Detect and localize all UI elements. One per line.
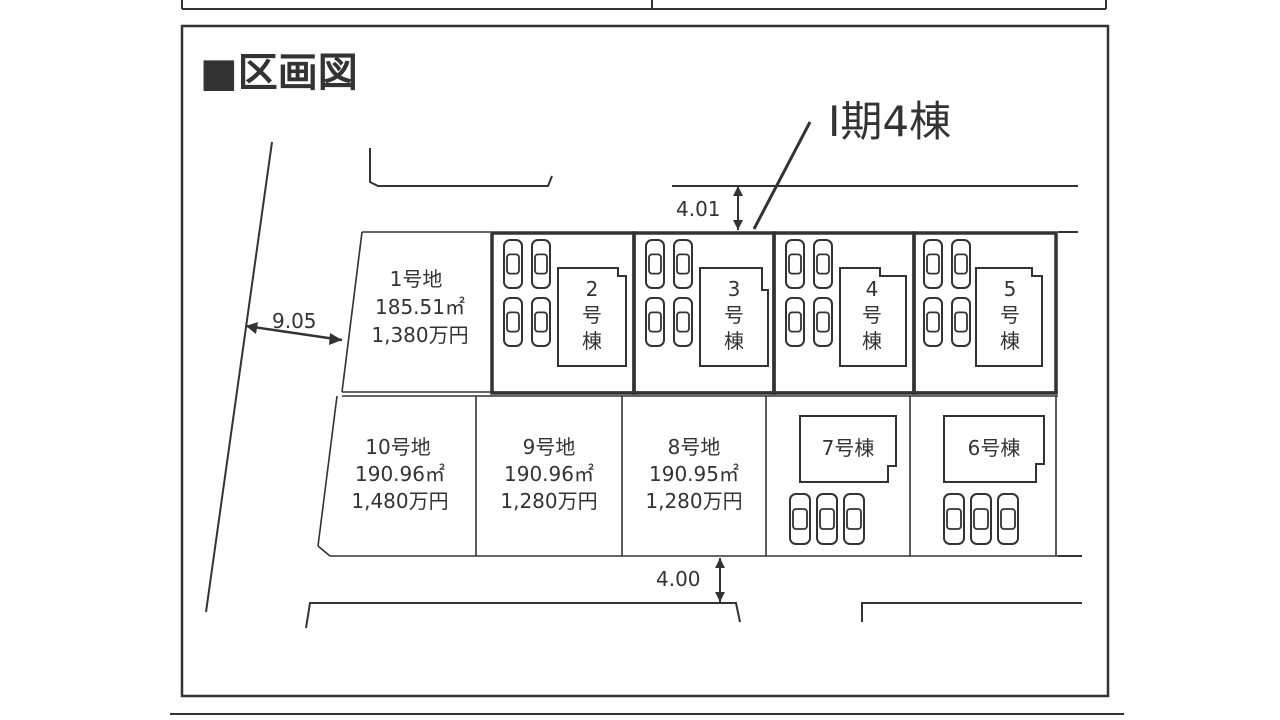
lot-1: 1号地 185.51㎡ 1,380万円 xyxy=(371,267,468,347)
car-icon xyxy=(970,493,992,545)
car-icon xyxy=(951,297,971,347)
lot-9: 9号地 190.96㎡ 1,280万円 xyxy=(500,435,597,513)
phase1-lots xyxy=(490,231,1058,395)
lot-9-area: 190.96㎡ xyxy=(504,462,594,486)
car-icon xyxy=(997,493,1019,545)
car-icon xyxy=(951,239,971,289)
car-icon xyxy=(673,239,693,289)
phase-leader-line xyxy=(752,121,812,230)
car-icon xyxy=(789,493,811,545)
lot-9-price: 1,280万円 xyxy=(500,489,597,513)
building-4-label-1: 号 xyxy=(862,303,882,327)
building-2-label-2: 棟 xyxy=(582,329,602,353)
car-icon xyxy=(785,239,805,289)
building-6: 6号棟 xyxy=(943,415,1045,483)
dimension-north: 4.01 xyxy=(676,186,743,230)
lot-9-name: 9号地 xyxy=(523,435,576,459)
dimension-south-label: 4.00 xyxy=(656,567,701,591)
plan-frame xyxy=(180,24,1110,698)
lot-8: 8号地 190.95㎡ 1,280万円 xyxy=(645,435,742,513)
building-2-label-0: 2 xyxy=(586,277,599,301)
building-2: 2 号 棟 xyxy=(557,267,627,367)
building-3-label-0: 3 xyxy=(728,277,741,301)
roads xyxy=(205,141,1082,629)
lot-8-name: 8号地 xyxy=(668,435,721,459)
building-4: 4 号 棟 xyxy=(839,267,907,367)
car-icon xyxy=(645,239,665,289)
building-5-label-0: 5 xyxy=(1004,277,1017,301)
building-3: 3 号 棟 xyxy=(699,267,769,367)
building-5-label-2: 棟 xyxy=(1000,329,1020,353)
dimension-north-label: 4.01 xyxy=(676,197,721,221)
top-table-fragment xyxy=(181,0,1107,10)
dimension-south: 4.00 xyxy=(656,558,725,602)
car-icon xyxy=(813,239,833,289)
lot-1-price: 1,380万円 xyxy=(371,323,468,347)
car-icon xyxy=(923,297,943,347)
lot-10-name: 10号地 xyxy=(365,435,430,459)
lot-10-area: 190.96㎡ xyxy=(355,462,445,486)
building-5-label-1: 号 xyxy=(1000,303,1020,327)
lot-10-price: 1,480万円 xyxy=(351,489,448,513)
dimension-west: 9.05 xyxy=(245,309,343,345)
building-4-label-0: 4 xyxy=(866,277,879,301)
car-icon xyxy=(816,493,838,545)
phase-label: Ⅰ期4棟 xyxy=(828,97,951,146)
parking-spaces xyxy=(503,239,1019,545)
car-icon xyxy=(503,239,523,289)
building-6-label: 6号棟 xyxy=(968,436,1021,460)
car-icon xyxy=(813,297,833,347)
car-icon xyxy=(645,297,665,347)
building-2-label-1: 号 xyxy=(582,303,602,327)
car-icon xyxy=(923,239,943,289)
building-3-label-1: 号 xyxy=(724,303,744,327)
building-7: 7号棟 xyxy=(799,415,897,483)
car-icon xyxy=(531,297,551,347)
car-icon xyxy=(943,493,965,545)
building-3-label-2: 棟 xyxy=(724,329,744,353)
car-icon xyxy=(673,297,693,347)
car-icon xyxy=(531,239,551,289)
building-5: 5 号 棟 xyxy=(975,267,1043,367)
lot-1-area: 185.51㎡ xyxy=(375,295,465,319)
dimension-west-label: 9.05 xyxy=(272,309,317,333)
plan-title: ■区画図 xyxy=(200,50,358,96)
lot-10: 10号地 190.96㎡ 1,480万円 xyxy=(351,435,448,513)
lot-1-name: 1号地 xyxy=(390,267,443,291)
building-4-label-2: 棟 xyxy=(862,329,882,353)
lot-8-price: 1,280万円 xyxy=(645,489,742,513)
car-icon xyxy=(843,493,865,545)
car-icon xyxy=(785,297,805,347)
building-7-label: 7号棟 xyxy=(822,436,875,460)
lot-8-area: 190.95㎡ xyxy=(649,462,739,486)
car-icon xyxy=(503,297,523,347)
